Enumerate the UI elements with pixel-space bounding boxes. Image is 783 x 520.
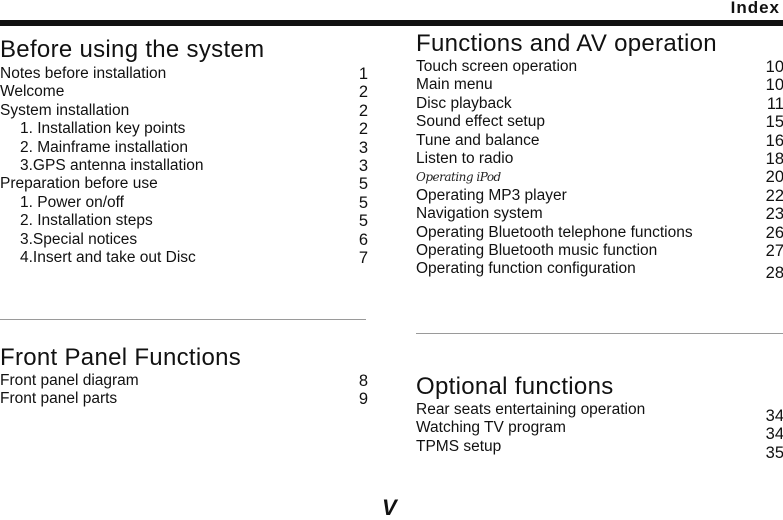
toc-entry[interactable]: 1. Installation key points 2: [0, 120, 368, 138]
toc-page: 8: [358, 372, 368, 390]
page-number: V: [382, 495, 397, 520]
toc-label: 2. Mainframe installation: [20, 138, 188, 156]
toc-label: Touch screen operation: [416, 58, 578, 75]
toc-label: Navigation system: [416, 205, 543, 223]
toc-page: 34: [765, 407, 783, 425]
toc-label: 3.Special notices: [20, 230, 138, 248]
toc-entry[interactable]: Watching TV program: [416, 419, 783, 437]
toc-entry[interactable]: Welcome 2: [0, 83, 368, 101]
toc-entry[interactable]: Front panel diagram 8: [0, 372, 368, 390]
toc-entry[interactable]: 2. Mainframe installation 3: [0, 139, 368, 157]
toc-page: 23: [765, 205, 783, 224]
toc-page: 3: [358, 138, 368, 157]
toc-entry[interactable]: Listen to radio 18: [416, 150, 783, 168]
toc-page: 16: [765, 131, 783, 150]
toc-label: Operating Bluetooth telephone functions: [416, 223, 693, 241]
toc-label: 4.Insert and take out Disc: [20, 248, 196, 266]
toc-label: System installation: [0, 101, 130, 119]
toc-label: 2. Installation steps: [20, 212, 153, 230]
toc-page: 26: [765, 223, 783, 242]
toc-label: Watching TV program: [416, 419, 566, 437]
toc-entry[interactable]: Disc playback 11: [416, 95, 783, 113]
toc-entry[interactable]: Navigation system 23: [416, 205, 783, 223]
toc-entry[interactable]: Operating function configuration 28: [416, 260, 783, 282]
toc-label: Welcome: [0, 83, 65, 101]
toc-page: 35: [765, 443, 783, 462]
page-header-title: Index: [730, 0, 780, 17]
toc-entry[interactable]: 3.GPS antenna installation 3: [0, 157, 368, 175]
toc-page: 5: [358, 212, 368, 231]
toc-entry[interactable]: Operating MP3 player 22: [416, 187, 783, 205]
header-rule: [0, 20, 783, 26]
toc-label: Notes before installation: [0, 65, 167, 82]
toc-label: Disc playback: [416, 94, 512, 112]
toc-entry[interactable]: Preparation before use 5: [0, 175, 368, 193]
section-functions-av: Functions and AV operation Touch screen …: [416, 30, 783, 282]
toc-entry[interactable]: 1. Power on/off 5: [0, 194, 368, 212]
toc-entry[interactable]: Operating iPod 20: [416, 168, 783, 186]
toc-page: 27: [765, 241, 783, 260]
toc-page: 9: [358, 390, 368, 409]
toc-page: 34: [765, 425, 783, 444]
section-before-using: Before using the system Notes before ins…: [0, 36, 368, 267]
toc-label: 1. Power on/off: [20, 193, 124, 211]
toc-entry[interactable]: Operating Bluetooth telephone functions 2…: [416, 224, 783, 242]
toc-label: TPMS setup: [416, 437, 502, 455]
toc-page: 20: [765, 168, 783, 187]
toc-page: 2: [358, 120, 368, 139]
toc-label: Tune and balance: [416, 131, 540, 149]
toc-label: Operating Bluetooth music function: [416, 241, 658, 259]
toc-entry[interactable]: 4.Insert and take out Disc 7: [0, 249, 368, 267]
toc-page: 7: [358, 248, 368, 267]
toc-page: 2: [358, 101, 368, 120]
toc-label: 1. Installation key points: [20, 120, 186, 138]
toc-page: 15: [765, 113, 783, 132]
section-front-panel: Front Panel Functions Front panel diagra…: [0, 344, 368, 409]
toc-page: 10: [765, 58, 783, 76]
section-title: Optional functions: [416, 373, 614, 400]
toc-label: Front panel diagram: [0, 372, 139, 389]
toc-entry[interactable]: 3.Special notices 6: [0, 231, 368, 249]
toc-page: 1: [358, 65, 368, 83]
section-optional-functions: Optional functions Rear seats entertaini…: [416, 373, 783, 468]
section-divider: [0, 319, 366, 320]
toc-label: 3.GPS antenna installation: [20, 156, 204, 174]
toc-entry[interactable]: Tune and balance 16: [416, 132, 783, 150]
toc-entry[interactable]: Front panel parts 9: [0, 390, 368, 408]
toc-entry[interactable]: Notes before installation 1: [0, 65, 368, 83]
toc-entry[interactable]: Operating Bluetooth music function 27: [416, 242, 783, 260]
toc-page: 5: [358, 175, 368, 194]
toc-label: Operating iPod: [416, 170, 501, 185]
toc-page: 5: [358, 193, 368, 212]
toc-page-column: 34 34 35: [754, 407, 783, 462]
toc-entry[interactable]: System installation 2: [0, 102, 368, 120]
toc-label: Preparation before use: [0, 175, 158, 193]
toc-page: 22: [765, 186, 783, 205]
toc-entry[interactable]: Touch screen operation 10: [416, 58, 783, 76]
toc-label: Operating function configuration: [416, 260, 636, 278]
toc-entry[interactable]: Sound effect setup 15: [416, 113, 783, 131]
toc-label: Sound effect setup: [416, 113, 545, 131]
toc-page: 3: [358, 156, 368, 175]
toc-page: 28: [765, 264, 783, 283]
toc-label: Front panel parts: [0, 390, 118, 408]
toc-entry[interactable]: Main menu 10: [416, 76, 783, 94]
toc-page: 11: [766, 94, 783, 113]
toc-entry[interactable]: 2. Installation steps 5: [0, 212, 368, 230]
toc-label: Main menu: [416, 76, 493, 94]
toc-page: 18: [765, 149, 783, 168]
toc-entry[interactable]: TPMS setup: [416, 438, 783, 456]
toc-page: 10: [765, 76, 783, 95]
toc-label: Listen to radio: [416, 149, 514, 167]
toc-label: Rear seats entertaining operation: [416, 401, 646, 418]
toc-page: 6: [358, 230, 368, 249]
section-title: Front Panel Functions: [0, 344, 242, 371]
toc-label: Operating MP3 player: [416, 186, 567, 204]
section-title: Before using the system: [0, 36, 265, 63]
toc-entry[interactable]: Rear seats entertaining operation: [416, 401, 783, 419]
section-title: Functions and AV operation: [416, 30, 717, 57]
toc-page: 2: [358, 83, 368, 102]
section-divider: [416, 333, 783, 334]
